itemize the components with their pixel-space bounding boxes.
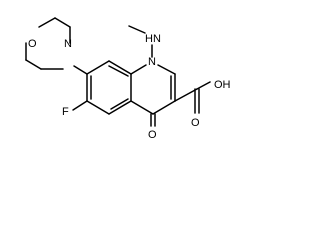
bond	[110, 98, 129, 110]
fluorine-label: F	[62, 106, 69, 118]
bond	[152, 100, 176, 115]
amine-h-label: H	[145, 33, 153, 45]
ring-nitrogen-label: N	[148, 56, 156, 68]
bond	[108, 65, 129, 77]
chemical-structure-diagram: O N N H N F O O OH	[25, 17, 231, 141]
ketone-oxygen-label: O	[148, 129, 157, 141]
morpholine-ring	[25, 17, 71, 70]
bond	[54, 17, 71, 28]
bond-carboxyl-oh	[196, 81, 211, 90]
bond	[86, 100, 110, 115]
amine-n-label: N	[153, 33, 161, 45]
morpholine-nitrogen-label: N	[64, 38, 72, 50]
bond-morpholine-to-ring	[73, 65, 88, 75]
bond	[25, 59, 42, 70]
pyridone-ring	[130, 64, 176, 115]
bond	[157, 64, 176, 75]
benzene-ring	[86, 60, 132, 115]
morpholine-oxygen-label: O	[28, 38, 37, 50]
bond	[108, 60, 132, 75]
bond	[130, 64, 147, 75]
bond-n-methyl	[128, 25, 146, 34]
bond	[86, 60, 110, 75]
hydroxyl-label: OH	[214, 79, 231, 91]
bond-fluorine	[72, 100, 88, 111]
carbonyl-oxygen-label: O	[191, 117, 200, 129]
bond-carboxyl	[174, 88, 198, 102]
bond	[38, 17, 56, 28]
bond	[108, 100, 132, 115]
bond	[130, 100, 154, 115]
